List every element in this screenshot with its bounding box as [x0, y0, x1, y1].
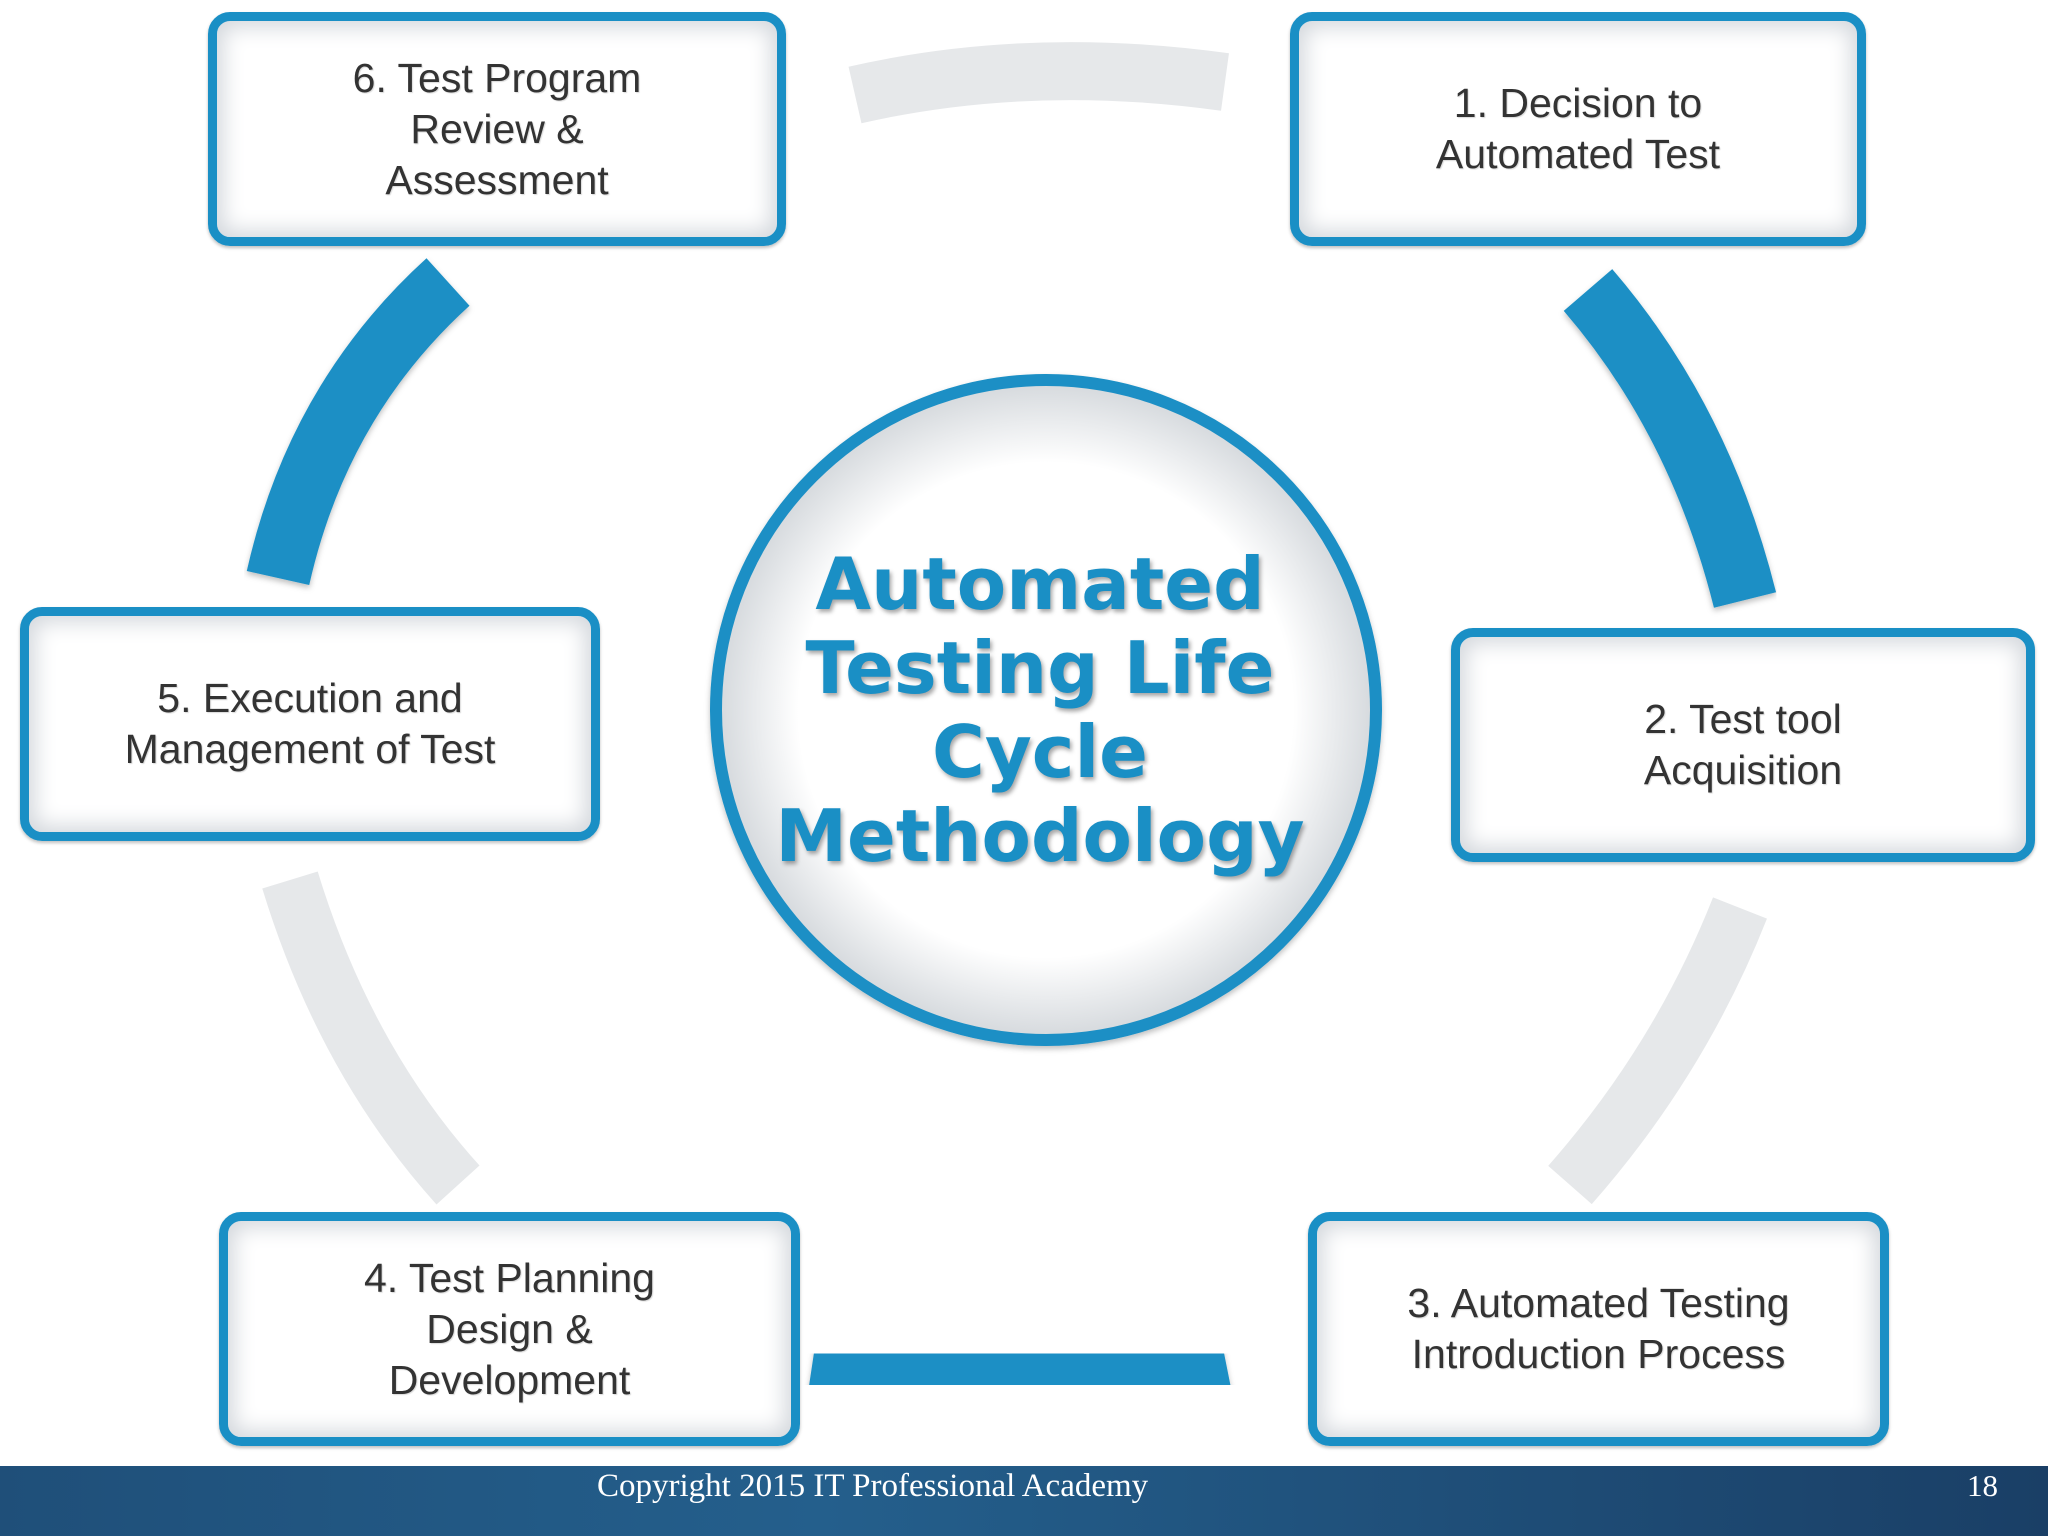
- step-label-6: 6. Test Program Review & Assessment: [352, 54, 642, 203]
- step-box-6: 6. Test Program Review & Assessment: [208, 12, 786, 246]
- step-box-1: 1. Decision to Automated Test: [1290, 12, 1866, 246]
- center-title: Automated Testing Life Cycle Methodology: [775, 542, 1305, 878]
- step-box-5: 5. Execution and Management of Test: [20, 607, 600, 841]
- step-label-1: 1. Decision to Automated Test: [1435, 80, 1721, 177]
- step-label-3: 3. Automated Testing Introduction Proces…: [1407, 1280, 1790, 1377]
- step-box-4: 4. Test Planning Design & Development: [219, 1212, 800, 1446]
- center-circle: [710, 374, 1382, 1046]
- footer-bar: [0, 1466, 2048, 1536]
- blue-arc-5-to-6: [246, 258, 470, 586]
- page-number: 18: [1967, 1468, 1998, 1503]
- blue-arc-1-to-2: [1563, 269, 1777, 608]
- step-label-2: 2. Test tool Acquisition: [1643, 696, 1843, 793]
- step-label-5: 5. Execution and Management of Test: [124, 675, 496, 772]
- faded-arc-2-to-3: [1548, 897, 1767, 1205]
- blue-arc-3-to-4: [807, 1326, 1232, 1413]
- step-box-3: 3. Automated Testing Introduction Proces…: [1308, 1212, 1889, 1446]
- step-label-4: 4. Test Planning Design & Development: [363, 1254, 655, 1403]
- footer-copyright: Copyright 2015 IT Professional Academy: [597, 1468, 1149, 1504]
- faded-arc-6-to-1: [848, 42, 1229, 124]
- step-box-2: 2. Test tool Acquisition: [1451, 628, 2035, 862]
- faded-arc-4-to-5: [262, 871, 480, 1205]
